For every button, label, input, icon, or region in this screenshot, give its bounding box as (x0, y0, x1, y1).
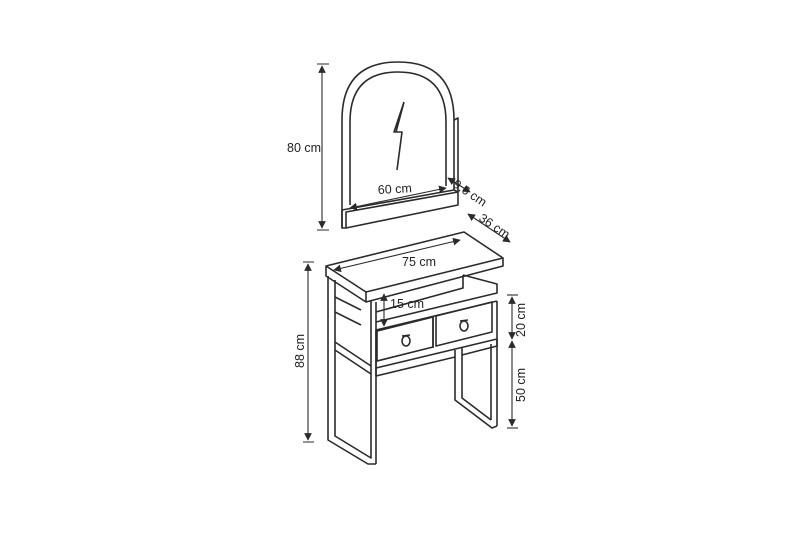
leg-height-label: 50 cm (514, 368, 528, 402)
table-depth-dimension (467, 213, 511, 243)
mirror-reflection-icon (393, 101, 405, 171)
drawer-ring-handle-icon (401, 319, 469, 347)
mirror-depth-dimension (447, 177, 471, 193)
console-table (325, 231, 504, 465)
mirror-height-label: 80 cm (287, 141, 321, 155)
table-width-label: 75 cm (402, 255, 436, 269)
mirror-width-dimension (349, 185, 447, 211)
table-depth-label: 36 cm (476, 211, 512, 242)
table-height-label: 88 cm (293, 334, 307, 368)
drawer-height-label: 20 cm (514, 303, 528, 337)
shelf-height-label: 15 cm (390, 297, 424, 311)
table-width-dimension (333, 237, 461, 273)
mirror-width-label: 60 cm (377, 181, 412, 197)
